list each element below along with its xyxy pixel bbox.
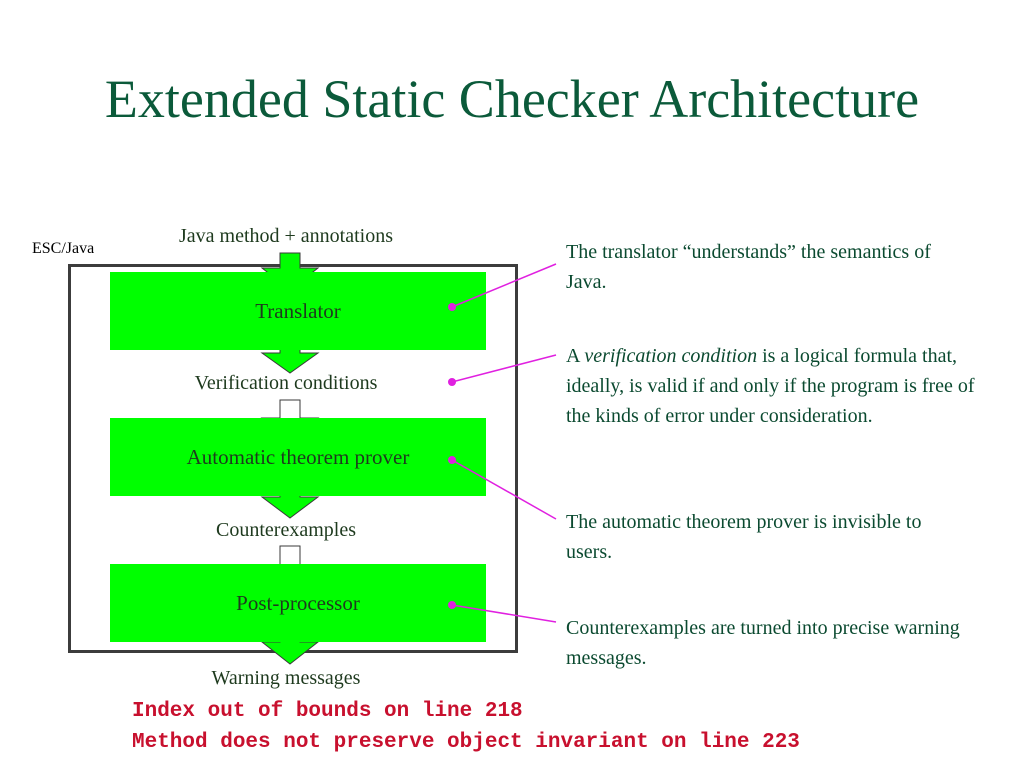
note-vc-emphasis: verification condition <box>584 345 758 367</box>
esc-java-label: ESC/Java <box>32 240 95 257</box>
connector-dot-vc <box>448 378 456 386</box>
post-processor-stage: Post-processor <box>110 564 486 642</box>
counterexamples-label: Counterexamples <box>216 519 356 541</box>
warning-message-1: Index out of bounds on line 218 <box>132 700 523 723</box>
note-counterexamples: Counterexamples are turned into precise … <box>566 617 960 669</box>
connector-postproc <box>451 604 557 623</box>
note-translator: The translator “understands” the semanti… <box>566 241 931 293</box>
output-label: Warning messages <box>211 667 361 689</box>
connector-dot-postproc <box>448 601 456 609</box>
note-vc-suffix: is a logical formula that, ideally, is v… <box>566 345 975 427</box>
connector-dot-translator <box>448 303 456 311</box>
note-theorem-prover: The automatic theorem prover is invisibl… <box>566 511 922 563</box>
translator-label: Translator <box>255 298 341 323</box>
theorem-prover-label: Automatic theorem prover <box>186 444 410 469</box>
connector-translator <box>451 263 557 308</box>
warning-message-2: Method does not preserve object invarian… <box>132 731 800 754</box>
theorem-prover-stage: Automatic theorem prover <box>110 418 486 496</box>
post-processor-label: Post-processor <box>236 590 360 615</box>
slide-title: Extended Static Checker Architecture <box>104 69 920 129</box>
connector-prover <box>451 459 557 520</box>
input-label: Java method + annotations <box>178 225 393 247</box>
connector-vc <box>451 354 557 383</box>
verification-conditions-label: Verification conditions <box>194 372 378 394</box>
note-vc-prefix: A <box>566 345 585 367</box>
translator-stage: Translator <box>110 272 486 350</box>
connector-dot-prover <box>448 456 456 464</box>
note-verification-condition: A verification condition is a logical fo… <box>566 341 991 431</box>
